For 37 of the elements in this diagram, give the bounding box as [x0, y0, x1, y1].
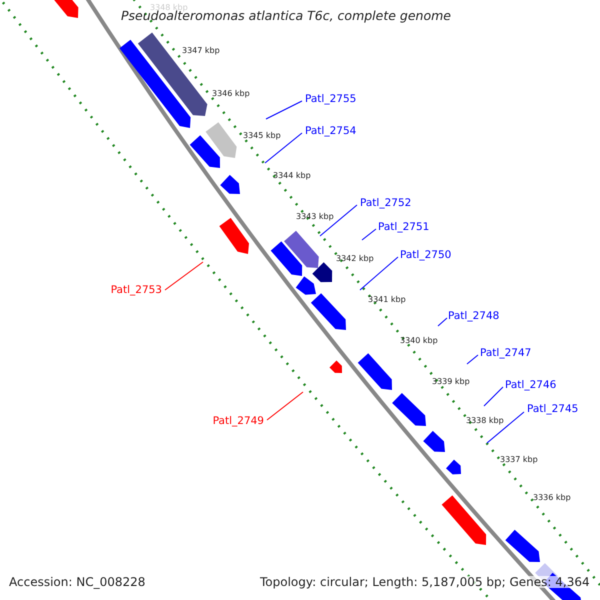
leader-line — [438, 318, 448, 326]
scale-label: 3340 kbp — [400, 337, 438, 345]
footer-text: Accession: NC_008228 — [9, 576, 146, 588]
leader-line — [164, 262, 204, 290]
leader-line — [264, 132, 302, 164]
scale-label: 3342 kbp — [336, 255, 374, 263]
scale-label: 3344 kbp — [273, 172, 311, 180]
scale-label: 3345 kbp — [243, 132, 281, 140]
scale-label: 3341 kbp — [368, 296, 406, 304]
gene-label: Patl_2754 — [305, 126, 356, 136]
leader-line — [320, 204, 358, 236]
scale-label: 3347 kbp — [182, 47, 220, 55]
leader-line — [266, 100, 302, 120]
gene-label: Patl_2746 — [505, 380, 556, 390]
scale-label: 3343 kbp — [296, 213, 334, 221]
gene-label: Patl_2751 — [378, 222, 430, 232]
gene-label: Patl_2748 — [448, 311, 500, 322]
gene-label: Patl_2755 — [305, 94, 356, 104]
footer-text: Topology: circular; Length: 5,187,005 bp; Genes: 4,364 — [260, 576, 590, 588]
leader-line — [360, 256, 398, 290]
gene-label: Patl_2752 — [360, 198, 412, 208]
leader-line — [362, 228, 376, 240]
scale-label: 3346 kbp — [212, 90, 250, 98]
gene-label: Patl_2745 — [527, 404, 578, 414]
scale-label: 3338 kbp — [466, 417, 504, 425]
leader-line — [486, 412, 524, 444]
leader-line — [266, 392, 304, 420]
gene-label: Patl_2749 — [212, 416, 264, 426]
scale-label: 3339 kbp — [432, 378, 470, 386]
leader-line — [484, 386, 504, 406]
leader-line — [466, 354, 478, 364]
gene-label: Patl_2747 — [480, 348, 532, 358]
scale-label: 3337 kbp — [500, 456, 538, 464]
gene-label: Patl_2753 — [110, 285, 162, 296]
gene-label: Patl_2750 — [400, 250, 452, 260]
title: Pseudoalteromonas atlantica T6c, complete genome — [121, 10, 451, 22]
scale-label: 3336 kbp — [533, 494, 571, 502]
